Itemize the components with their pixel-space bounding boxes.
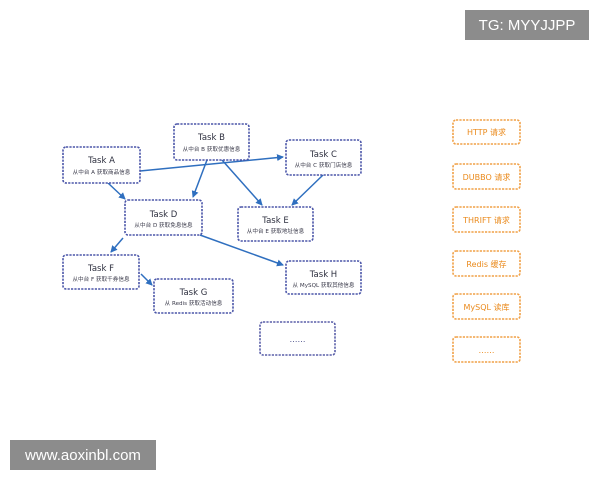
edge-b-to-e <box>221 159 263 206</box>
edge-a-to-d <box>107 182 126 200</box>
task-node-g: Task G 从 Redis 获取活动信息 <box>153 278 234 314</box>
task-node-e: Task E 从中台 E 获取地址信息 <box>237 206 314 242</box>
protocol-redis-box <box>452 250 521 277</box>
edge-c-to-e <box>291 174 324 206</box>
task-node-a: Task A 从中台 A 获取商品信息 <box>62 146 141 184</box>
task-node-a-box <box>62 146 141 184</box>
protocol-redis-label: Redis 缓存 <box>466 259 506 269</box>
task-node-f-title: Task F <box>87 264 114 274</box>
edge-d-to-f <box>110 237 124 253</box>
protocol-dubbo-box <box>452 163 521 190</box>
task-node-h-box <box>285 260 362 295</box>
protocol-mysql-box <box>452 293 521 320</box>
protocol-thrift-label: THRIFT 请求 <box>462 215 510 225</box>
task-node-a-title: Task A <box>87 156 115 166</box>
task-node-f: Task F 从中台 F 获取千券信息 <box>62 254 140 290</box>
edge-a-to-c <box>139 154 284 172</box>
task-node-d-subtitle: 从中台 D 获取免息信息 <box>134 221 193 229</box>
task-node-e-box <box>237 206 314 242</box>
task-node-g-box <box>153 278 234 314</box>
protocol-mysql-label: MySQL 读库 <box>463 302 509 312</box>
task-node-b: Task B 从中台 B 获取优惠信息 <box>173 123 250 161</box>
task-node-h-subtitle: 从 MySQL 获取其他信息 <box>293 281 355 289</box>
watermark-bottom: www.aoxinbl.com <box>10 440 156 470</box>
task-node-c-subtitle: 从中台 C 获取门店信息 <box>295 161 353 169</box>
task-node-ellipsis-label: …… <box>290 335 306 344</box>
task-node-d-box <box>124 199 203 236</box>
protocol-ellipsis-box <box>452 336 521 363</box>
task-node-a-subtitle: 从中台 A 获取商品信息 <box>73 168 131 176</box>
task-node-e-subtitle: 从中台 E 获取地址信息 <box>247 227 305 235</box>
protocol-ellipsis-label: …… <box>479 346 495 355</box>
task-node-c-box <box>285 139 362 176</box>
protocol-http-box <box>452 119 521 145</box>
task-node-c-title: Task C <box>309 150 337 160</box>
task-node-d: Task D 从中台 D 获取免息信息 <box>124 199 203 236</box>
task-node-b-subtitle: 从中台 B 获取优惠信息 <box>183 145 241 153</box>
edge-d-to-h <box>199 234 284 267</box>
protocol-thrift-box <box>452 206 521 233</box>
task-node-g-title: Task G <box>179 288 208 298</box>
task-node-g-subtitle: 从 Redis 获取活动信息 <box>165 299 223 307</box>
protocol-dubbo-label: DUBBO 请求 <box>463 172 511 182</box>
edge-f-to-g <box>140 273 153 286</box>
edges <box>107 154 324 286</box>
task-node-e-title: Task E <box>261 216 288 226</box>
protocol-legend: HTTP 请求 DUBBO 请求 THRIFT 请求 Redis 缓存 MySQ… <box>452 119 521 363</box>
watermark-top: TG: MYYJJPP <box>465 10 589 40</box>
task-node-b-box <box>173 123 250 161</box>
task-node-b-title: Task B <box>197 133 225 143</box>
task-node-f-box <box>62 254 140 290</box>
edge-b-to-d <box>191 159 208 198</box>
task-node-ellipsis: …… <box>259 321 336 356</box>
protocol-http-label: HTTP 请求 <box>467 127 506 137</box>
task-node-h-title: Task H <box>309 270 337 280</box>
task-node-f-subtitle: 从中台 F 获取千券信息 <box>72 275 130 283</box>
task-node-c: Task C 从中台 C 获取门店信息 <box>285 139 362 176</box>
task-node-ellipsis-box <box>259 321 336 356</box>
task-node-h: Task H 从 MySQL 获取其他信息 <box>285 260 362 295</box>
task-node-d-title: Task D <box>149 210 178 220</box>
